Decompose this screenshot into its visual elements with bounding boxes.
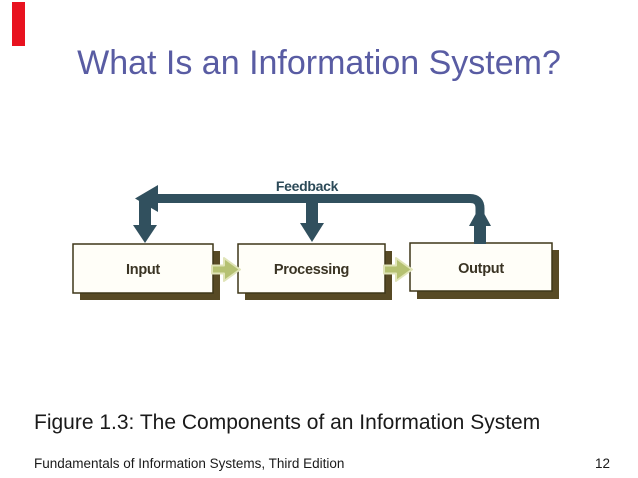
slide-title: What Is an Information System? <box>77 44 561 82</box>
feedback-arrow-from-output-shaft <box>474 224 486 244</box>
input-label: Input <box>126 262 160 278</box>
feedback-arrow-to-processing-head <box>300 223 324 242</box>
information-system-diagram: Feedback Input Processing Output <box>72 178 559 300</box>
feedback-left-arrowhead-icon <box>135 185 158 212</box>
feedback-arrow-to-input-shaft <box>139 200 151 227</box>
processing-label: Processing <box>274 262 349 278</box>
flow-arrow-processing-to-output-icon <box>383 257 413 282</box>
footer: Fundamentals of Information Systems, Thi… <box>34 456 610 471</box>
feedback-arrow-to-processing <box>300 203 324 242</box>
red-accent-bar <box>12 2 25 46</box>
feedback-arrow-to-processing-shaft <box>306 203 318 225</box>
feedback-arrow-from-output <box>469 206 491 244</box>
feedback-arrow-to-input <box>133 200 157 243</box>
page-number: 12 <box>594 456 610 471</box>
figure-caption: Figure 1.3: The Components of an Informa… <box>34 411 541 434</box>
flow-arrow-input-to-processing-icon <box>211 257 241 282</box>
footer-text: Fundamentals of Information Systems, Thi… <box>34 456 345 471</box>
feedback-arrow-from-output-head <box>469 206 491 226</box>
feedback-label: Feedback <box>276 178 339 194</box>
output-label: Output <box>458 261 504 277</box>
feedback-arrow-to-input-head <box>133 225 157 243</box>
